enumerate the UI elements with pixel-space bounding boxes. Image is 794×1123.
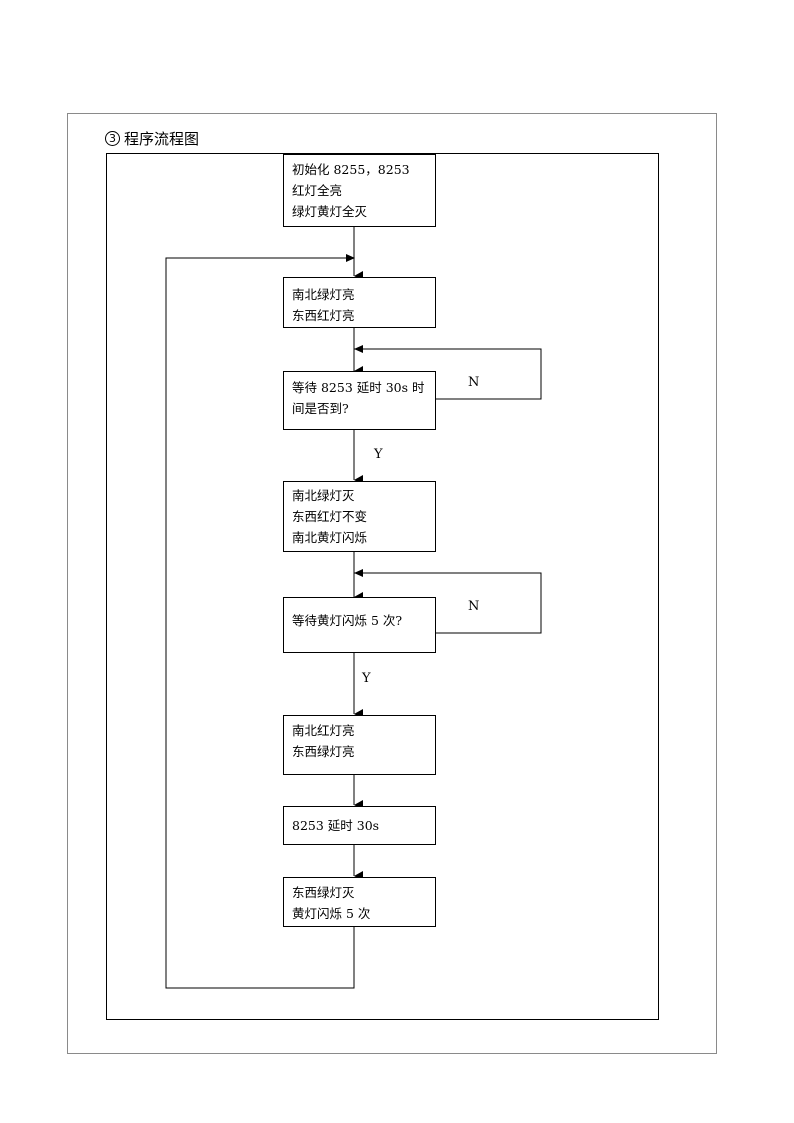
edge-label-wait-30s-yes: Y: [374, 447, 383, 462]
section-title: 程序流程图: [124, 129, 200, 148]
section-heading: 3 程序流程图: [105, 128, 199, 148]
node-text-line: 南北黄灯闪烁: [292, 530, 368, 545]
node-ew-green-off: 东西绿灯灭 黄灯闪烁 5 次: [283, 877, 436, 927]
node-ns-green-on: 南北绿灯亮 东西红灯亮: [283, 277, 436, 328]
node-text-line: 东西红灯不变: [292, 509, 368, 524]
connector-wait-blink-no-loop: [354, 572, 542, 634]
node-text-line: 初始化 8255，8253: [292, 162, 410, 177]
node-delay-30s: 8253 延时 30s: [283, 806, 436, 845]
node-wait-30s: 等待 8253 延时 30s 时 间是否到?: [283, 371, 436, 430]
node-text-line: 黄灯闪烁 5 次: [292, 906, 371, 921]
node-ns-green-off: 南北绿灯灭 东西红灯不变 南北黄灯闪烁: [283, 481, 436, 552]
loop-back-arrowhead: [346, 254, 355, 262]
node-text-line: 等待黄灯闪烁 5 次?: [292, 613, 403, 628]
flowchart-frame: [106, 153, 659, 1020]
node-text-line: 东西绿灯亮: [292, 744, 355, 759]
edge-label-wait-blink-no: N: [468, 599, 480, 614]
connector-wait-30s-no-loop: [354, 348, 542, 400]
node-text-line: 间是否到?: [292, 401, 349, 416]
node-text-line: 南北红灯亮: [292, 723, 355, 738]
section-number-badge: 3: [105, 130, 120, 146]
node-text-line: 8253 延时 30s: [292, 818, 380, 833]
node-text-line: 东西绿灯灭: [292, 885, 355, 900]
wait-blink-no-arrowhead: [354, 569, 363, 577]
node-text-line: 南北绿灯灭: [292, 488, 355, 503]
edge-label-wait-blink-yes: Y: [362, 671, 371, 686]
node-ns-red-on: 南北红灯亮 东西绿灯亮: [283, 715, 436, 775]
node-wait-blink: 等待黄灯闪烁 5 次?: [283, 597, 436, 653]
node-text-line: 南北绿灯亮: [292, 287, 355, 302]
edge-label-wait-30s-no: N: [468, 375, 480, 390]
node-text-line: 东西红灯亮: [292, 308, 355, 323]
wait-30s-no-arrowhead: [354, 345, 363, 353]
node-text-line: 等待 8253 延时 30s 时: [292, 380, 425, 395]
connector-loop-back: [165, 257, 355, 989]
page-frame: [67, 113, 717, 1054]
node-text-line: 绿灯黄灯全灭: [292, 204, 368, 219]
node-init: 初始化 8255，8253 红灯全亮 绿灯黄灯全灭: [283, 154, 436, 227]
node-text-line: 红灯全亮: [292, 183, 343, 198]
